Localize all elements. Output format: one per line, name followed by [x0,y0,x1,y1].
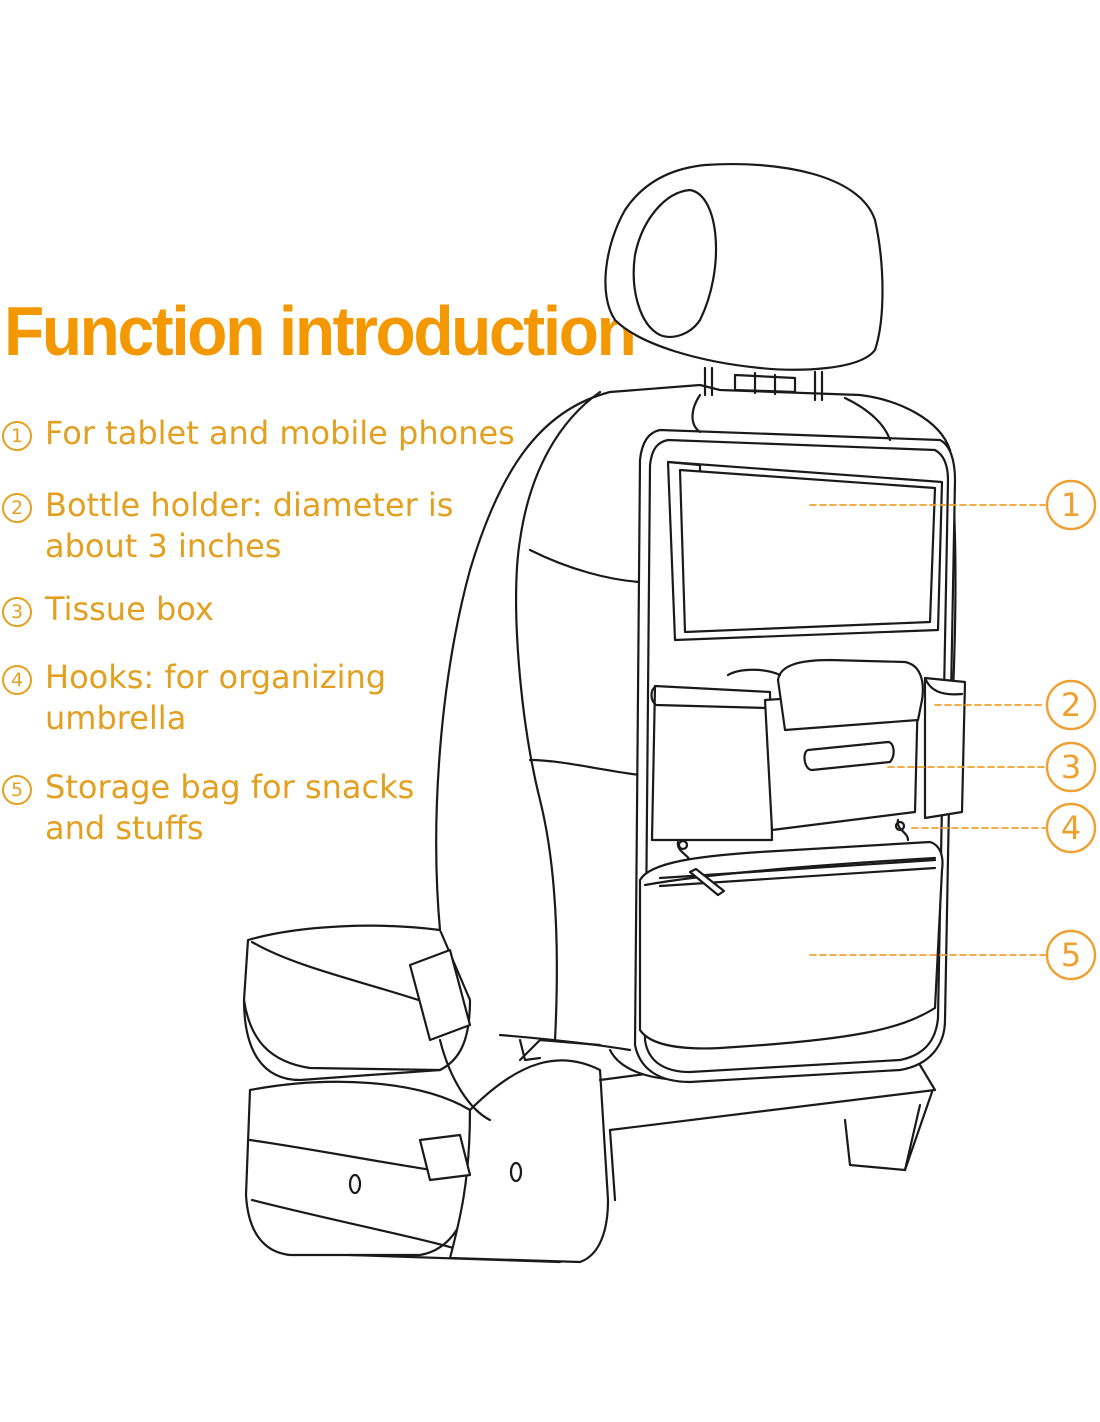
seat-frame [418,1038,937,1264]
feature-list: 1 For tablet and mobile phones 2 Bottle … [0,0,560,900]
page-title: Function introduction [4,292,637,370]
feature-number-badge: 4 [2,665,32,695]
callout-leader-lines [809,504,1046,956]
storage-bag [638,840,944,1050]
feature-text: Bottle holder: diameter is about 3 inche… [45,485,453,567]
callout-number: 3 [1061,748,1081,786]
callout-markers: 1 2 3 4 5 [1045,479,1097,981]
feature-line: For tablet and mobile phones [45,414,515,452]
feature-line: and stuffs [45,809,204,847]
feature-number-badge: 1 [2,421,32,451]
feature-line: Hooks: for organizing [45,658,387,696]
callout-3: 3 [1045,741,1097,793]
bottle-holders [650,676,967,842]
tissue-box [726,658,924,832]
callout-2: 2 [1045,679,1097,731]
feature-line: umbrella [45,699,187,737]
feature-line: about 3 inches [45,527,282,565]
feature-text: Tissue box [45,589,214,630]
callout-number: 1 [1061,486,1081,524]
callout-number: 5 [1061,936,1081,974]
feature-line: Bottle holder: diameter is [45,486,454,524]
feature-line: Storage bag for snacks [45,768,415,806]
feature-number-badge: 5 [2,775,32,805]
callout-1: 1 [1045,479,1097,531]
headrest [604,162,884,402]
tablet-pocket [666,460,944,642]
callout-4: 4 [1045,802,1097,854]
feature-number-badge: 2 [2,493,32,523]
callout-number: 4 [1061,809,1081,847]
feature-number-badge: 3 [2,597,32,627]
feature-text: Storage bag for snacks and stuffs [45,767,414,849]
feature-line: Tissue box [45,590,214,628]
feature-text: Hooks: for organizing umbrella [45,657,386,739]
callout-number: 2 [1061,686,1081,724]
feature-text: For tablet and mobile phones [45,413,515,454]
callout-5: 5 [1045,929,1097,981]
